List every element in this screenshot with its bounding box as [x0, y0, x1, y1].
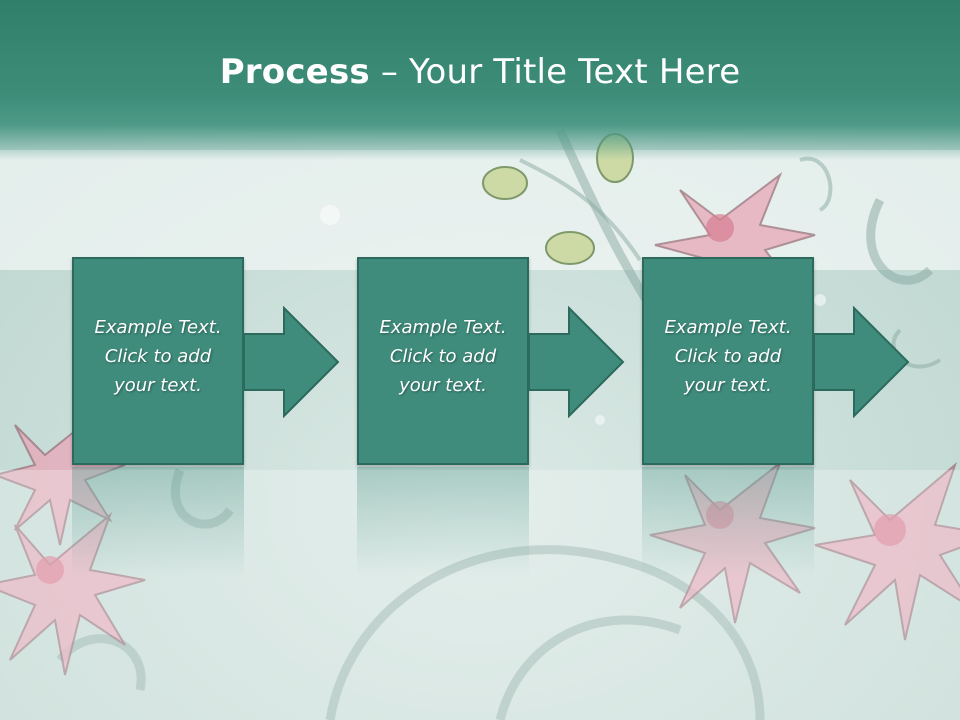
title-rest: – Your Title Text Here [369, 52, 741, 92]
step-2-line-1: Example Text. [379, 317, 507, 338]
process-step-3[interactable]: Example Text. Click to add your text. [642, 257, 814, 465]
step-1-line-3: your text. [114, 375, 202, 396]
step-3-line-3: your text. [684, 375, 772, 396]
step-3-reflection [642, 467, 814, 577]
step-2-line-3: your text. [399, 375, 487, 396]
arrow-right-icon [528, 306, 625, 418]
process-step-1[interactable]: Example Text. Click to add your text. [72, 257, 244, 465]
step-2-line-2: Click to add [389, 346, 497, 367]
title-band [0, 0, 960, 160]
step-2-reflection [357, 467, 529, 577]
arrow-right-icon [813, 306, 910, 418]
step-2-text[interactable]: Example Text. Click to add your text. [359, 313, 527, 400]
step-1-line-2: Click to add [104, 346, 212, 367]
arrow-right-icon [243, 306, 340, 418]
slide-title[interactable]: Process – Your Title Text Here [0, 52, 960, 92]
step-1-line-1: Example Text. [94, 317, 222, 338]
process-step-2[interactable]: Example Text. Click to add your text. [357, 257, 529, 465]
step-3-line-2: Click to add [674, 346, 782, 367]
step-1-reflection [72, 467, 244, 577]
title-bold: Process [219, 52, 370, 92]
step-3-text[interactable]: Example Text. Click to add your text. [644, 313, 812, 400]
step-1-text[interactable]: Example Text. Click to add your text. [74, 313, 242, 400]
step-3-line-1: Example Text. [664, 317, 792, 338]
